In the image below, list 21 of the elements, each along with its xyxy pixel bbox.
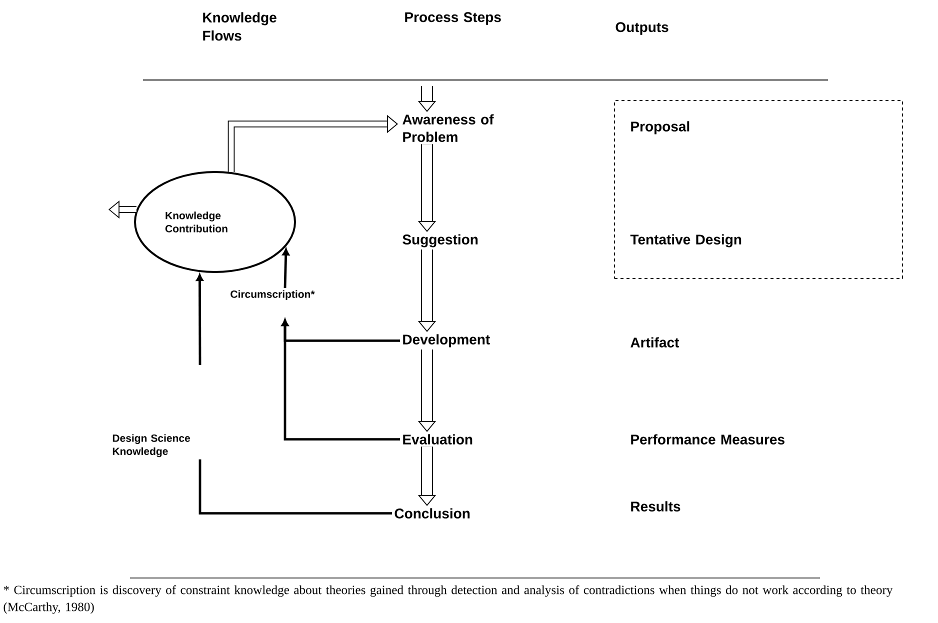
step-text: Development bbox=[403, 334, 490, 348]
column-heading: Knowledge Flows bbox=[203, 12, 276, 41]
footnote: * Circumscription is discovery of constraint knowledge about theories gained through detection and analysis of contradictions when things do not work according to theory (McCarthy, 1980) bbox=[4, 585, 893, 614]
arrow bbox=[228, 114, 398, 172]
node-text: Design Science Knowledge bbox=[112, 434, 190, 458]
step-text: Evaluation bbox=[403, 434, 472, 444]
step-text: Conclusion bbox=[394, 508, 470, 518]
output-text: Tentative Design bbox=[630, 234, 742, 248]
step-text: Suggestion bbox=[402, 234, 478, 248]
dashed-box bbox=[614, 100, 903, 279]
column-heading: Outputs bbox=[616, 22, 668, 35]
column-heading: Process Steps bbox=[405, 12, 501, 25]
arrow bbox=[282, 248, 290, 288]
arrow bbox=[281, 319, 400, 441]
step-text: Awareness of Problem bbox=[402, 114, 494, 142]
arrow bbox=[196, 274, 204, 365]
output-text: Results bbox=[631, 501, 680, 512]
output-text: Proposal bbox=[631, 121, 690, 134]
output-text: Performance Measures bbox=[631, 434, 784, 444]
edge-label: Circumscription* bbox=[230, 290, 315, 300]
output-text: Artifact bbox=[630, 337, 680, 348]
